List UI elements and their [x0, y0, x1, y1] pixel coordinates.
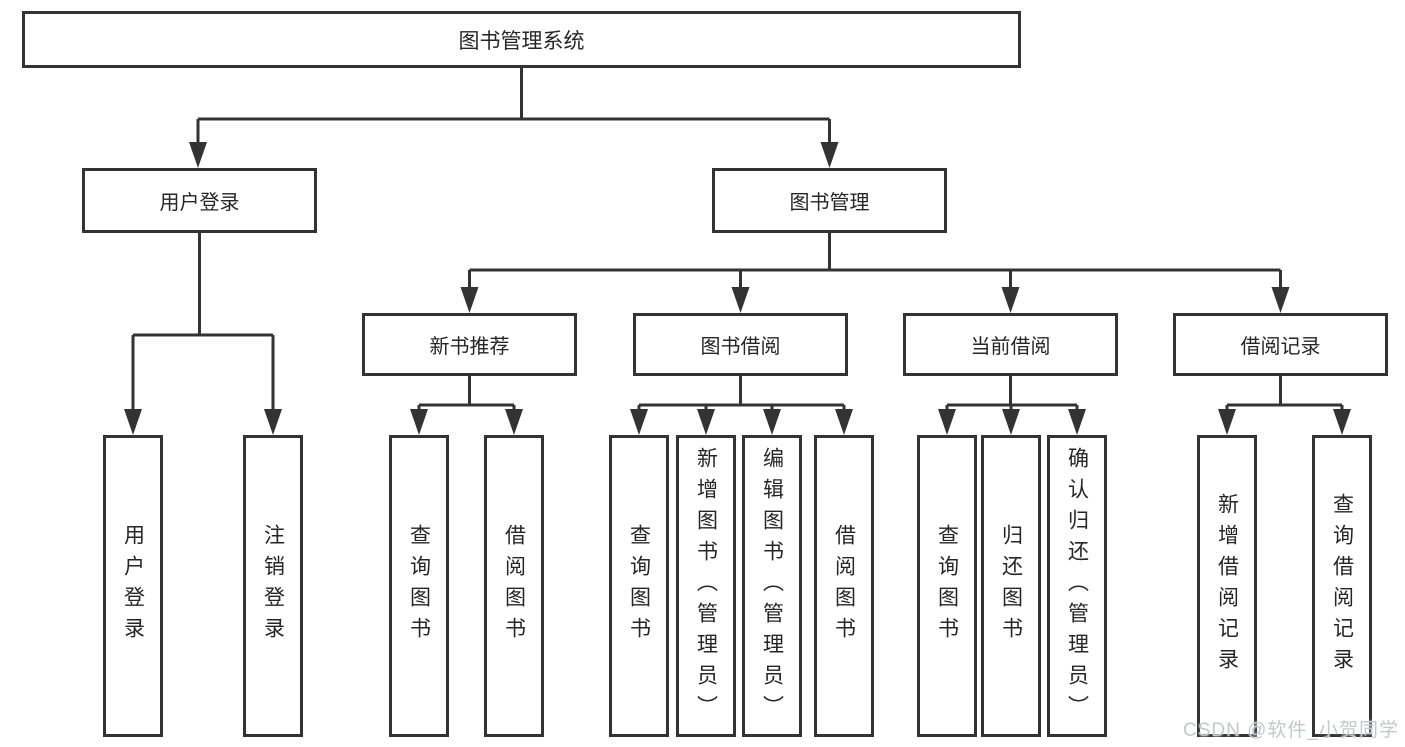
leaf-label: 新增图书（管理员） [694, 446, 718, 726]
node-book-borrow: 图书借阅 [633, 313, 848, 376]
leaf-query-borrow-record: 查询借阅记录 [1312, 435, 1372, 737]
leaf-edit-book-admin: 编辑图书（管理员） [742, 435, 802, 737]
arrowheads [124, 142, 1351, 435]
leaf-label: 用户登录 [121, 524, 145, 648]
node-label: 图书管理系统 [458, 29, 585, 53]
leaf-label: 查询图书 [627, 524, 651, 648]
leaf-label: 借阅图书 [502, 524, 526, 648]
leaf-query-books-current: 查询图书 [917, 435, 977, 737]
leaf-confirm-return-admin: 确认归还（管理员） [1047, 435, 1107, 737]
leaf-add-borrow-record: 新增借阅记录 [1197, 435, 1257, 737]
leaf-label: 查询图书 [935, 524, 959, 648]
leaf-label: 注销登录 [261, 524, 285, 648]
leaf-label: 归还图书 [999, 524, 1023, 648]
node-library-management-system: 图书管理系统 [22, 11, 1021, 68]
leaf-logout: 注销登录 [243, 435, 303, 737]
leaf-borrow-books-recommend: 借阅图书 [484, 435, 544, 737]
node-label: 用户登录 [159, 192, 240, 214]
leaf-borrow-books: 借阅图书 [814, 435, 874, 737]
leaf-return-book: 归还图书 [981, 435, 1041, 737]
leaf-query-books-borrow: 查询图书 [609, 435, 669, 737]
leaf-label: 查询借阅记录 [1330, 493, 1354, 679]
node-book-management: 图书管理 [712, 168, 947, 233]
leaf-label: 确认归还（管理员） [1065, 446, 1089, 726]
leaf-user-login: 用户登录 [103, 435, 163, 737]
leaf-add-book-admin: 新增图书（管理员） [676, 435, 736, 737]
leaf-label: 查询图书 [407, 524, 431, 648]
leaf-query-books-recommend: 查询图书 [389, 435, 449, 737]
leaf-label: 借阅图书 [832, 524, 856, 648]
leaf-label: 编辑图书（管理员） [760, 446, 784, 726]
node-borrow-records: 借阅记录 [1173, 313, 1388, 376]
node-user-login: 用户登录 [82, 168, 317, 233]
node-label: 借阅记录 [1240, 336, 1321, 358]
node-current-borrow: 当前借阅 [903, 313, 1118, 376]
csdn-watermark: CSDN @软件_小贺同学 [1183, 720, 1399, 741]
node-label: 图书管理 [789, 192, 870, 214]
node-label: 图书借阅 [700, 336, 781, 358]
node-label: 当前借阅 [970, 336, 1051, 358]
node-new-book-recommend: 新书推荐 [362, 313, 577, 376]
leaf-label: 新增借阅记录 [1215, 493, 1239, 679]
node-label: 新书推荐 [429, 336, 510, 358]
